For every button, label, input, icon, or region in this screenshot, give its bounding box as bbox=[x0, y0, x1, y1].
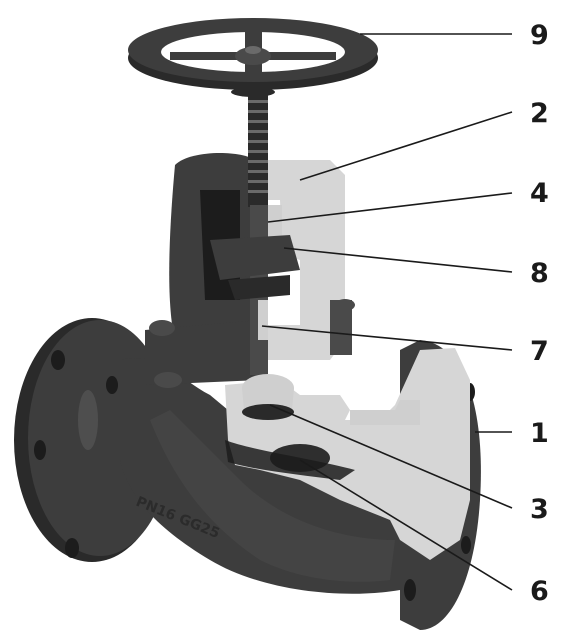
callout-1: 1 bbox=[530, 418, 549, 449]
callout-6: 6 bbox=[530, 576, 549, 607]
leader-line-7 bbox=[261, 325, 513, 351]
leader-line-6 bbox=[299, 459, 513, 591]
callout-7: 7 bbox=[530, 336, 549, 367]
stem-assembly bbox=[210, 92, 355, 420]
callout-8: 8 bbox=[530, 258, 549, 289]
handwheel bbox=[128, 18, 378, 97]
callout-4: 4 bbox=[530, 178, 549, 209]
callout-9: 9 bbox=[530, 20, 549, 51]
leader-line-8 bbox=[283, 247, 513, 273]
valve-body: PN16 GG25 bbox=[120, 358, 420, 594]
leader-line-4 bbox=[267, 192, 513, 223]
callout-2: 2 bbox=[530, 98, 549, 129]
bolt-hole bbox=[106, 376, 118, 394]
bolt-hole bbox=[65, 538, 79, 558]
bolt-hole bbox=[51, 350, 65, 370]
leader-line-2 bbox=[299, 111, 513, 181]
stem-thread bbox=[248, 100, 268, 193]
bolt-hole bbox=[461, 536, 471, 554]
bolt-hole bbox=[34, 440, 46, 460]
callout-3: 3 bbox=[530, 494, 549, 525]
leader-line-3 bbox=[269, 404, 513, 509]
bolt-hole bbox=[404, 579, 416, 601]
